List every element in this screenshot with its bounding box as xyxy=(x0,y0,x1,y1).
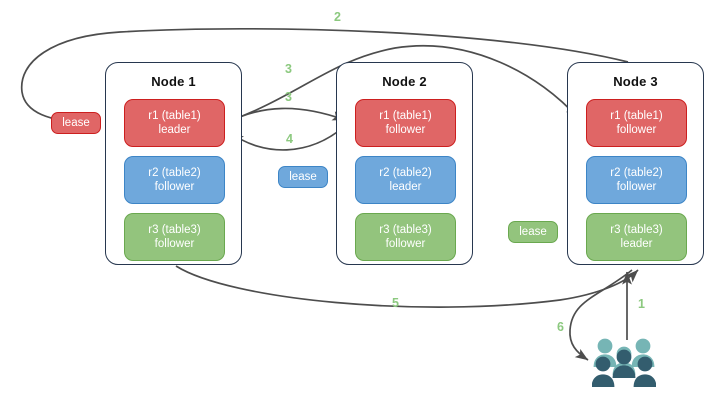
replica-n2r1-line1: r1 (table1) xyxy=(379,110,432,122)
replica-n2r2[interactable]: r2 (table2) leader xyxy=(355,156,456,204)
replica-n2r2-line1: r2 (table2) xyxy=(379,167,432,179)
replica-n2r2-line2: leader xyxy=(389,181,422,193)
node-container-node3[interactable]: Node 3 r1 (table1) follower r2 (table2) … xyxy=(567,62,704,265)
edge-3-lower-path xyxy=(223,107,346,125)
replica-n3r3-line2: leader xyxy=(620,238,653,250)
edge-label-3-lower: 3 xyxy=(285,90,292,104)
node-container-node2[interactable]: Node 2 r1 (table1) follower r2 (table2) … xyxy=(336,62,473,265)
replica-n1r3-line1: r3 (table3) xyxy=(148,224,201,236)
replica-n2r1[interactable]: r1 (table1) follower xyxy=(355,99,456,147)
replica-n3r1[interactable]: r1 (table1) follower xyxy=(586,99,687,147)
replica-n3r2[interactable]: r2 (table2) follower xyxy=(586,156,687,204)
edge-label-4: 4 xyxy=(286,132,293,146)
replica-n3r1-line2: follower xyxy=(616,124,657,136)
edge-label-1: 1 xyxy=(638,297,645,311)
replica-n3r3[interactable]: r3 (table3) leader xyxy=(586,213,687,261)
lease-badge-green[interactable]: lease xyxy=(508,221,558,243)
replica-n1r2[interactable]: r2 (table2) follower xyxy=(124,156,225,204)
replica-n3r2-line1: r2 (table2) xyxy=(610,167,663,179)
replica-n1r2-line2: follower xyxy=(154,181,195,193)
replica-n1r2-line1: r2 (table2) xyxy=(148,167,201,179)
replica-n2r3-line1: r3 (table3) xyxy=(379,224,432,236)
replica-n2r3[interactable]: r3 (table3) follower xyxy=(355,213,456,261)
edge-label-3-upper: 3 xyxy=(285,62,292,76)
replica-n3r2-line2: follower xyxy=(616,181,657,193)
replica-n1r1-line1: r1 (table1) xyxy=(148,110,201,122)
replica-n3r3-line1: r3 (table3) xyxy=(610,224,663,236)
replica-n2r3-line2: follower xyxy=(385,238,426,250)
node-title-node2: Node 2 xyxy=(382,74,427,89)
node-title-node3: Node 3 xyxy=(613,74,658,89)
edge-label-5: 5 xyxy=(392,296,399,310)
replica-n2r1-line2: follower xyxy=(385,124,426,136)
edge-5-path xyxy=(175,265,639,308)
replica-n1r3-line2: follower xyxy=(154,238,195,250)
node-title-node1: Node 1 xyxy=(151,74,196,89)
people-group-icon xyxy=(592,338,656,387)
replica-n1r3[interactable]: r3 (table3) follower xyxy=(124,213,225,261)
lease-badge-blue[interactable]: lease xyxy=(278,166,328,188)
edge-label-2: 2 xyxy=(334,10,341,24)
node-container-node1[interactable]: Node 1 r1 (table1) leader r2 (table2) fo… xyxy=(105,62,242,265)
replica-n1r1[interactable]: r1 (table1) leader xyxy=(124,99,225,147)
lease-badge-red[interactable]: lease xyxy=(51,112,101,134)
edge-label-6: 6 xyxy=(557,320,564,334)
replica-n1r1-line2: leader xyxy=(158,124,191,136)
replica-n3r1-line1: r1 (table1) xyxy=(610,110,663,122)
